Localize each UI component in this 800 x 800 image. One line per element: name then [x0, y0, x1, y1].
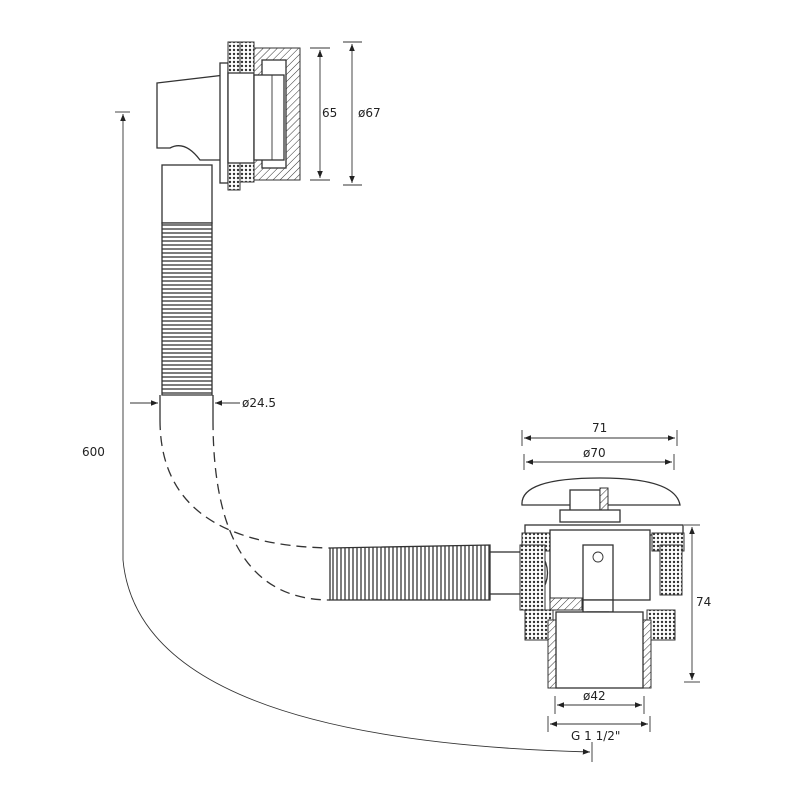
overflow-diameter-label: ø67 [358, 106, 381, 120]
total-length-label: 600 [82, 445, 105, 459]
thread-label: G 1 1/2" [571, 729, 620, 743]
cap-width-label: 71 [592, 421, 607, 435]
overflow-height-label: 65 [322, 106, 337, 120]
waste-body [519, 477, 685, 689]
cap-diameter-label: ø70 [583, 446, 606, 460]
outlet-diameter-label: ø42 [583, 689, 606, 703]
dimension-lines [115, 41, 700, 762]
overflow-hose [159, 164, 549, 601]
waste-height-label: 74 [696, 595, 711, 609]
hose-diameter-label: ø24.5 [242, 396, 276, 410]
